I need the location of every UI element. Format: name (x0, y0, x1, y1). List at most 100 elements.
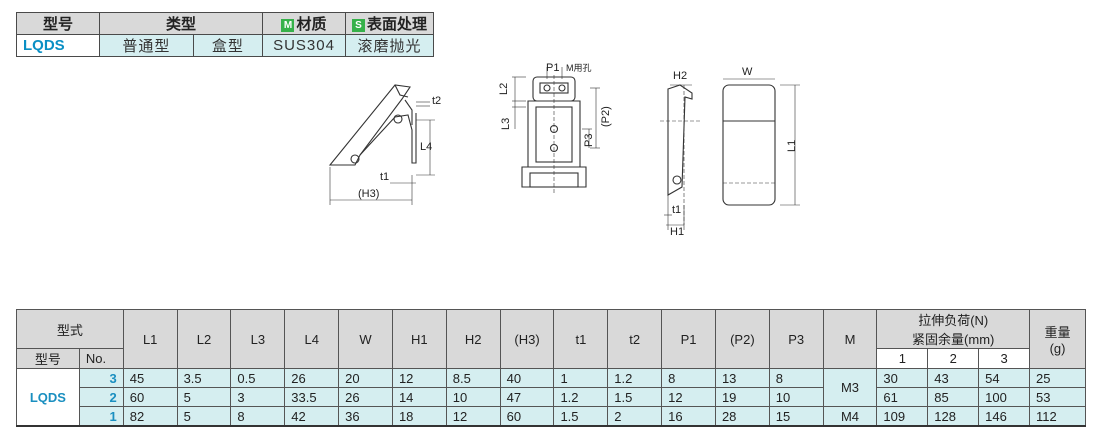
header-dim: t2 (607, 309, 663, 369)
label-m-hole: M用孔 (566, 63, 592, 73)
header-m: M (822, 309, 878, 369)
row-cell: 5 (176, 406, 232, 427)
row-cell: 13 (714, 368, 770, 388)
front-view-drawing (512, 67, 600, 193)
label-t1: t1 (380, 171, 389, 183)
row-cell: 16 (661, 406, 716, 427)
label-W: W (742, 66, 753, 78)
row-load: 30 (876, 368, 929, 388)
label-P3: P3 (583, 134, 595, 147)
row-no: 3 (78, 368, 124, 388)
profile-view-drawing (660, 78, 800, 230)
header-model: 型号 (16, 348, 80, 369)
row-load: 61 (876, 387, 929, 407)
row-cell: 1.2 (607, 368, 663, 388)
row-cell: 12 (445, 406, 501, 427)
label-L1: L1 (786, 140, 798, 152)
header-load-title: 拉伸负荷(N) (918, 313, 989, 328)
header-dim: t1 (553, 309, 609, 369)
row-cell: 60 (499, 406, 555, 427)
row-load: 100 (978, 387, 1031, 407)
row-cell: 82 (122, 406, 178, 427)
header-weight-unit: (g) (1049, 341, 1066, 356)
row-cell: 1.2 (553, 387, 609, 407)
header-dim: L2 (176, 309, 232, 369)
header-no: No. (78, 348, 124, 369)
spec-type-1: 普通型 (99, 34, 194, 57)
spec-header-surface-label: 表面处理 (367, 16, 428, 33)
row-cell: 3 (230, 387, 286, 407)
surface-tag-icon: S (352, 19, 365, 32)
row-cell: 28 (714, 406, 770, 427)
header-weight-title: 重量 (1044, 325, 1071, 340)
spec-header-type: 类型 (99, 12, 263, 35)
row-cell: 42 (284, 406, 340, 427)
row-cell: 45 (122, 368, 178, 388)
spec-header-type-no: 型号 (16, 12, 100, 35)
spec-surface: 滚磨抛光 (344, 34, 435, 57)
technical-drawing: t2 L4 t1 (H3) L2 P1 M用孔 (P2) L3 P3 (300, 55, 820, 245)
table-row: 1 82 5 8 42 36 18 12 60 1.5 2 16 28 15 M… (17, 406, 1086, 427)
header-load: 拉伸负荷(N) 紧固余量(mm) (876, 309, 1031, 349)
header-weight: 重量 (g) (1029, 309, 1086, 369)
header-dim: (P2) (714, 309, 770, 369)
label-P1: P1 (546, 62, 559, 74)
row-load: 128 (927, 406, 980, 427)
spec-type-2: 盒型 (192, 34, 264, 57)
row-cell: 20 (338, 368, 393, 388)
row-cell: 19 (714, 387, 770, 407)
drawing-svg: t2 L4 t1 (H3) L2 P1 M用孔 (P2) L3 P3 (328, 62, 800, 238)
row-load: 146 (978, 406, 1031, 427)
header-dim: P3 (768, 309, 824, 369)
header-load-subtitle: 紧固余量(mm) (912, 332, 995, 347)
row-cell: 5 (176, 387, 232, 407)
row-cell: 8 (768, 368, 824, 388)
header-dim: L4 (284, 309, 340, 369)
row-cell: 40 (499, 368, 555, 388)
dimension-subheader-row: 型号 No. 1 2 3 (16, 348, 1086, 369)
table-row: LQDS 3 45 3.5 0.5 26 20 12 8.5 40 1 1.2 … (16, 368, 1086, 427)
row-cell: 10 (768, 387, 824, 407)
label-H3: (H3) (358, 188, 379, 200)
row-cell: 1.5 (607, 387, 663, 407)
row-cell: 8.5 (445, 368, 501, 388)
row-load: 85 (927, 387, 980, 407)
label-L4: L4 (420, 141, 432, 153)
header-dim: H1 (391, 309, 447, 369)
row-load: 43 (927, 368, 980, 388)
row-cell: 26 (284, 368, 340, 388)
header-load-col: 3 (978, 348, 1031, 369)
row-cell: 0.5 (230, 368, 286, 388)
row-cell: 60 (122, 387, 178, 407)
spec-model: LQDS (16, 34, 100, 57)
header-dim: P1 (661, 309, 716, 369)
label-H1: H1 (670, 226, 684, 238)
row-cell: 14 (391, 387, 447, 407)
row-cell: 1 (553, 368, 609, 388)
row-cell: 3.5 (176, 368, 232, 388)
row-cell: 2 (607, 406, 663, 427)
row-weight: 112 (1029, 406, 1086, 427)
side-view-drawing (328, 84, 435, 205)
row-cell: 12 (661, 387, 716, 407)
row-load: 109 (876, 406, 929, 427)
header-kind: 型式 (16, 309, 124, 349)
dimension-table: 型式 L1 L2 L3 L4 W H1 H2 (H3) t1 t2 P1 (P2… (16, 309, 1086, 427)
row-weight: 25 (1029, 368, 1086, 388)
row-cell: 1.5 (553, 406, 609, 427)
row-load: 54 (978, 368, 1031, 388)
dimension-header-row: 型式 L1 L2 L3 L4 W H1 H2 (H3) t1 t2 P1 (P2… (16, 309, 1086, 369)
row-cell: 47 (499, 387, 555, 407)
row-cell: 8 (230, 406, 286, 427)
row-cell: 12 (391, 368, 447, 388)
spec-header-material-label: 材质 (296, 16, 327, 33)
row-weight: 53 (1029, 387, 1086, 407)
header-load-col: 2 (927, 348, 980, 369)
row-cell: 10 (445, 387, 501, 407)
header-dim: W (338, 309, 393, 369)
row-cell: 36 (338, 406, 393, 427)
label-t2: t2 (432, 95, 441, 107)
